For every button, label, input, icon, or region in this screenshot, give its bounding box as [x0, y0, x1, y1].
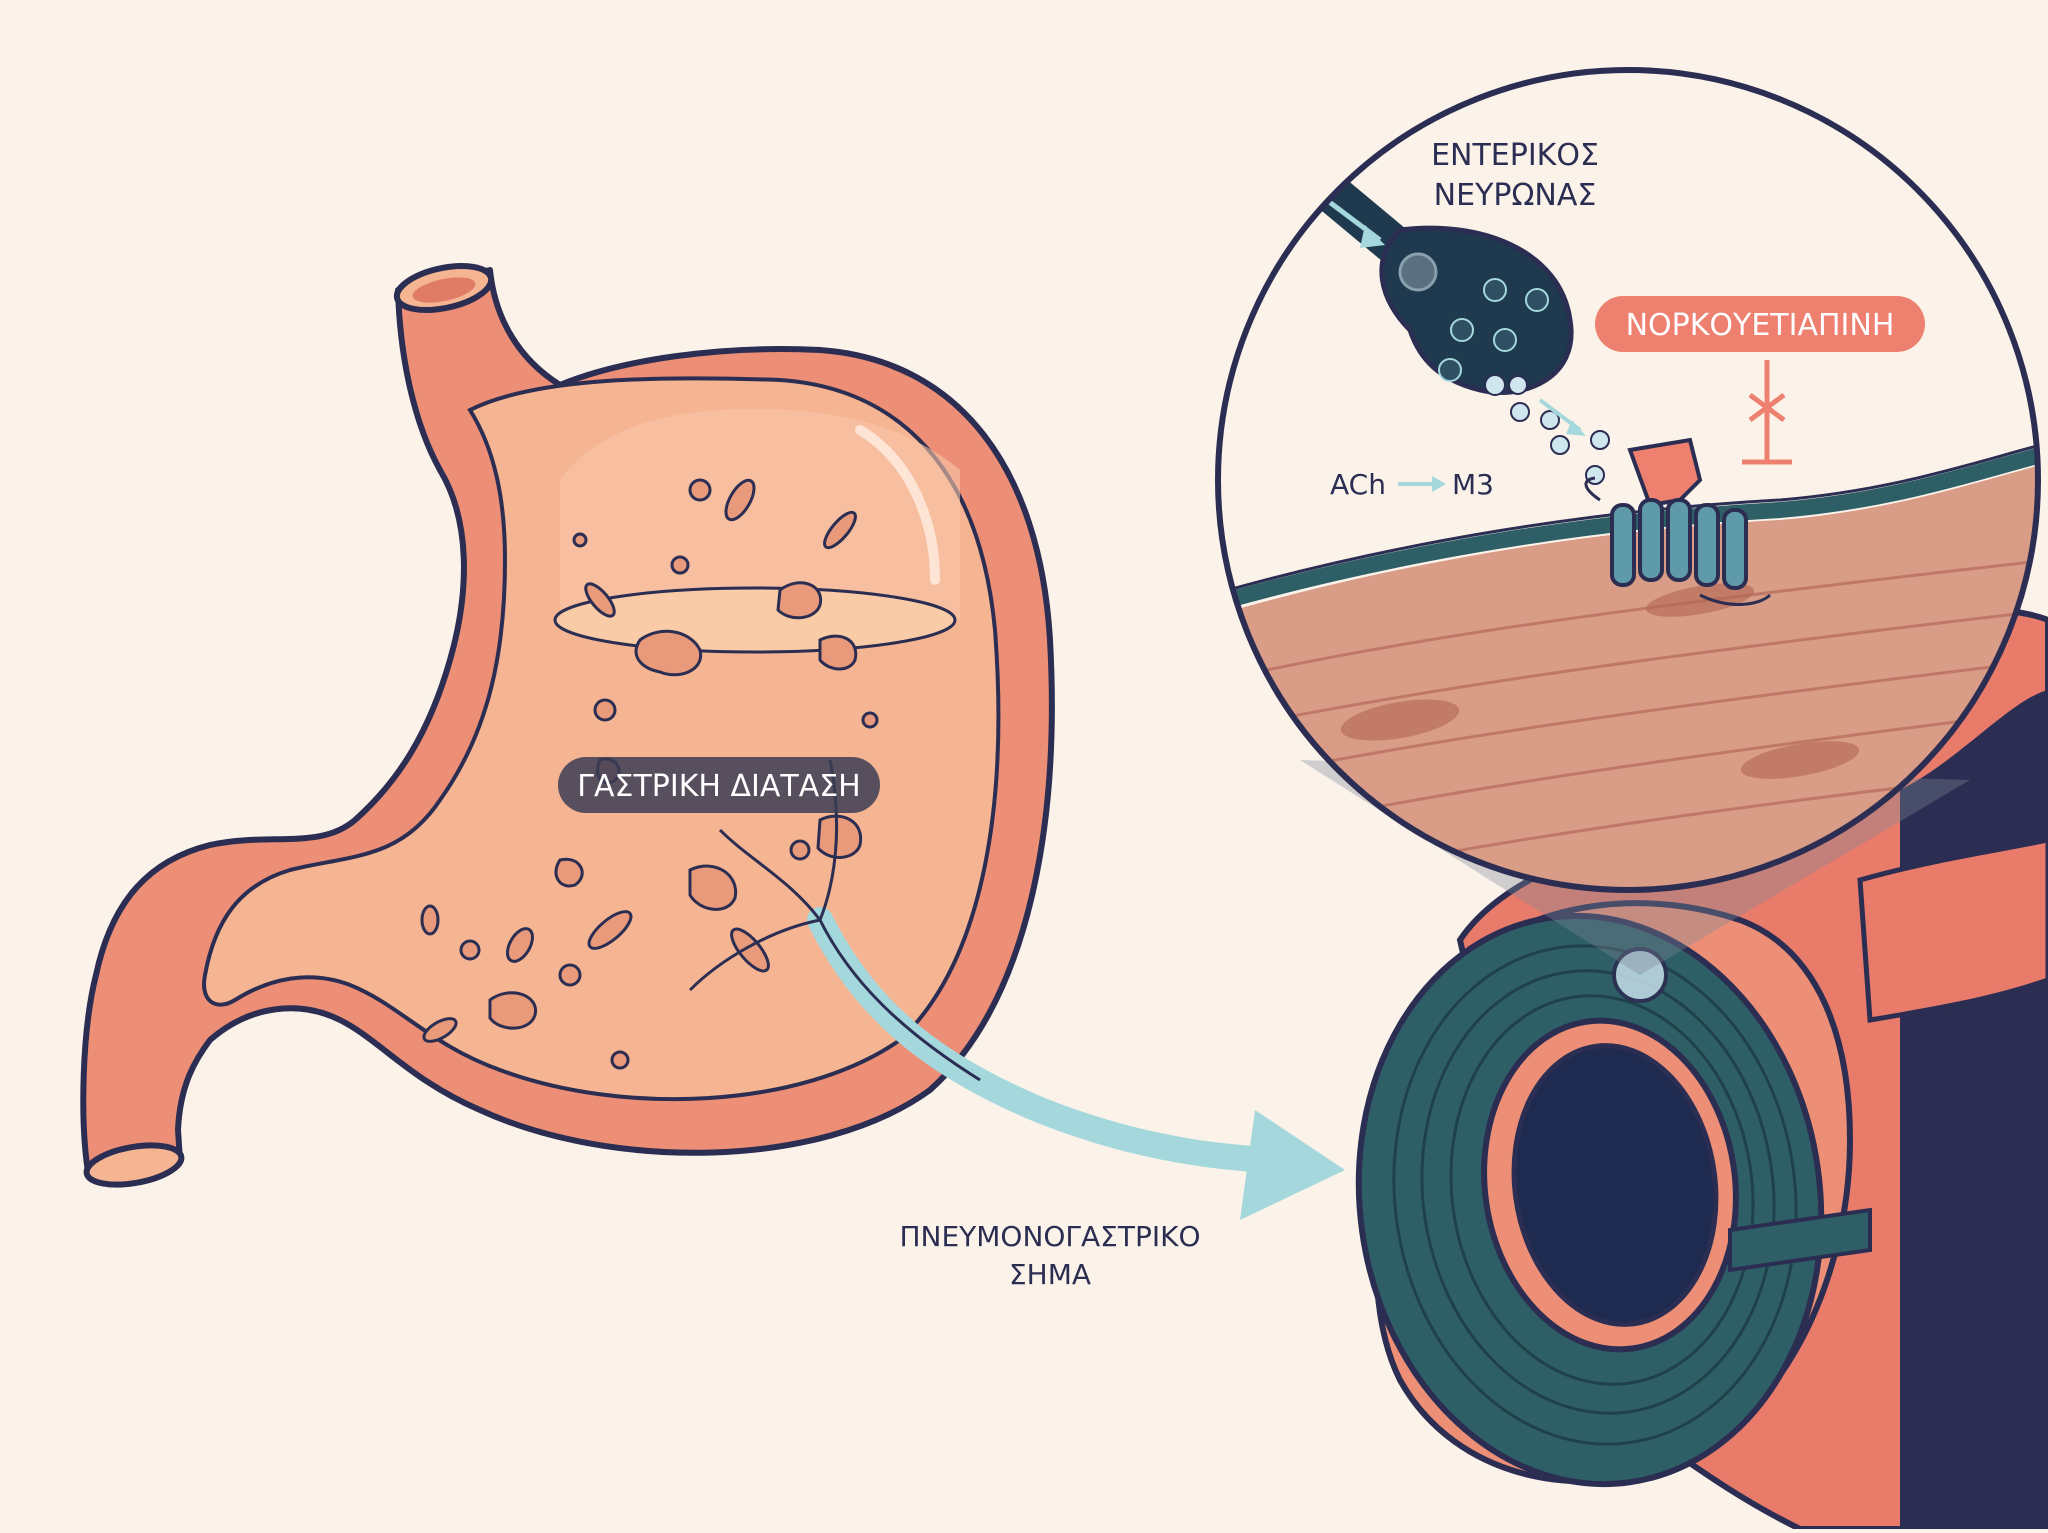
label-vagal-signal: ΠΝΕΥΜΟΝΟΓΑΣΤΡΙΚΟ ΣΗΜΑ [899, 1220, 1200, 1291]
gastric-distension-text: ΓΑΣΤΡΙΚΗ ΔΙΑΤΑΣΗ [577, 769, 860, 804]
vagal-signal-line1: ΠΝΕΥΜΟΝΟΓΑΣΤΡΙΚΟ [899, 1220, 1200, 1253]
stomach-illustration [80, 263, 1055, 1188]
label-drug: ΝΟΡΚΟΥΕΤΙΑΠΙΝΗ [1595, 296, 1925, 352]
zoom-focus-point [1612, 947, 1668, 1003]
m3-receptor [1584, 437, 1772, 606]
intestine-lumen [1511, 1043, 1719, 1327]
zoom-inset [1215, 67, 2041, 893]
drug-name-text: ΝΟΡΚΟΥΕΤΙΑΠΙΝΗ [1626, 308, 1895, 343]
label-ach-m3: ACh M3 [1330, 468, 1494, 501]
vagal-signal-line2: ΣΗΜΑ [1009, 1258, 1091, 1291]
duodenum-opening [83, 1142, 185, 1188]
food-particles [420, 478, 879, 1070]
m3-text: M3 [1452, 468, 1494, 501]
fluid-surface [553, 586, 957, 654]
ach-molecules [1484, 374, 1610, 485]
enteric-neuron-line1: ΕΝΤΕΡΙΚΟΣ [1431, 138, 1599, 173]
intestine-cross-section [1355, 608, 2048, 1532]
smooth-muscle-tissue [1218, 460, 2038, 890]
zoom-circle-border [1215, 67, 2041, 893]
inhibition-marker [1742, 360, 1792, 465]
ach-text: ACh [1330, 468, 1386, 501]
label-enteric-neuron: ΕΝΤΕΡΙΚΟΣ ΝΕΥΡΩΝΑΣ [1431, 138, 1599, 213]
enteric-neuron-line2: ΝΕΥΡΩΝΑΣ [1434, 178, 1597, 213]
label-gastric-distension: ΓΑΣΤΡΙΚΗ ΔΙΑΤΑΣΗ [558, 757, 880, 813]
signal-arrow-head [1240, 1110, 1345, 1220]
